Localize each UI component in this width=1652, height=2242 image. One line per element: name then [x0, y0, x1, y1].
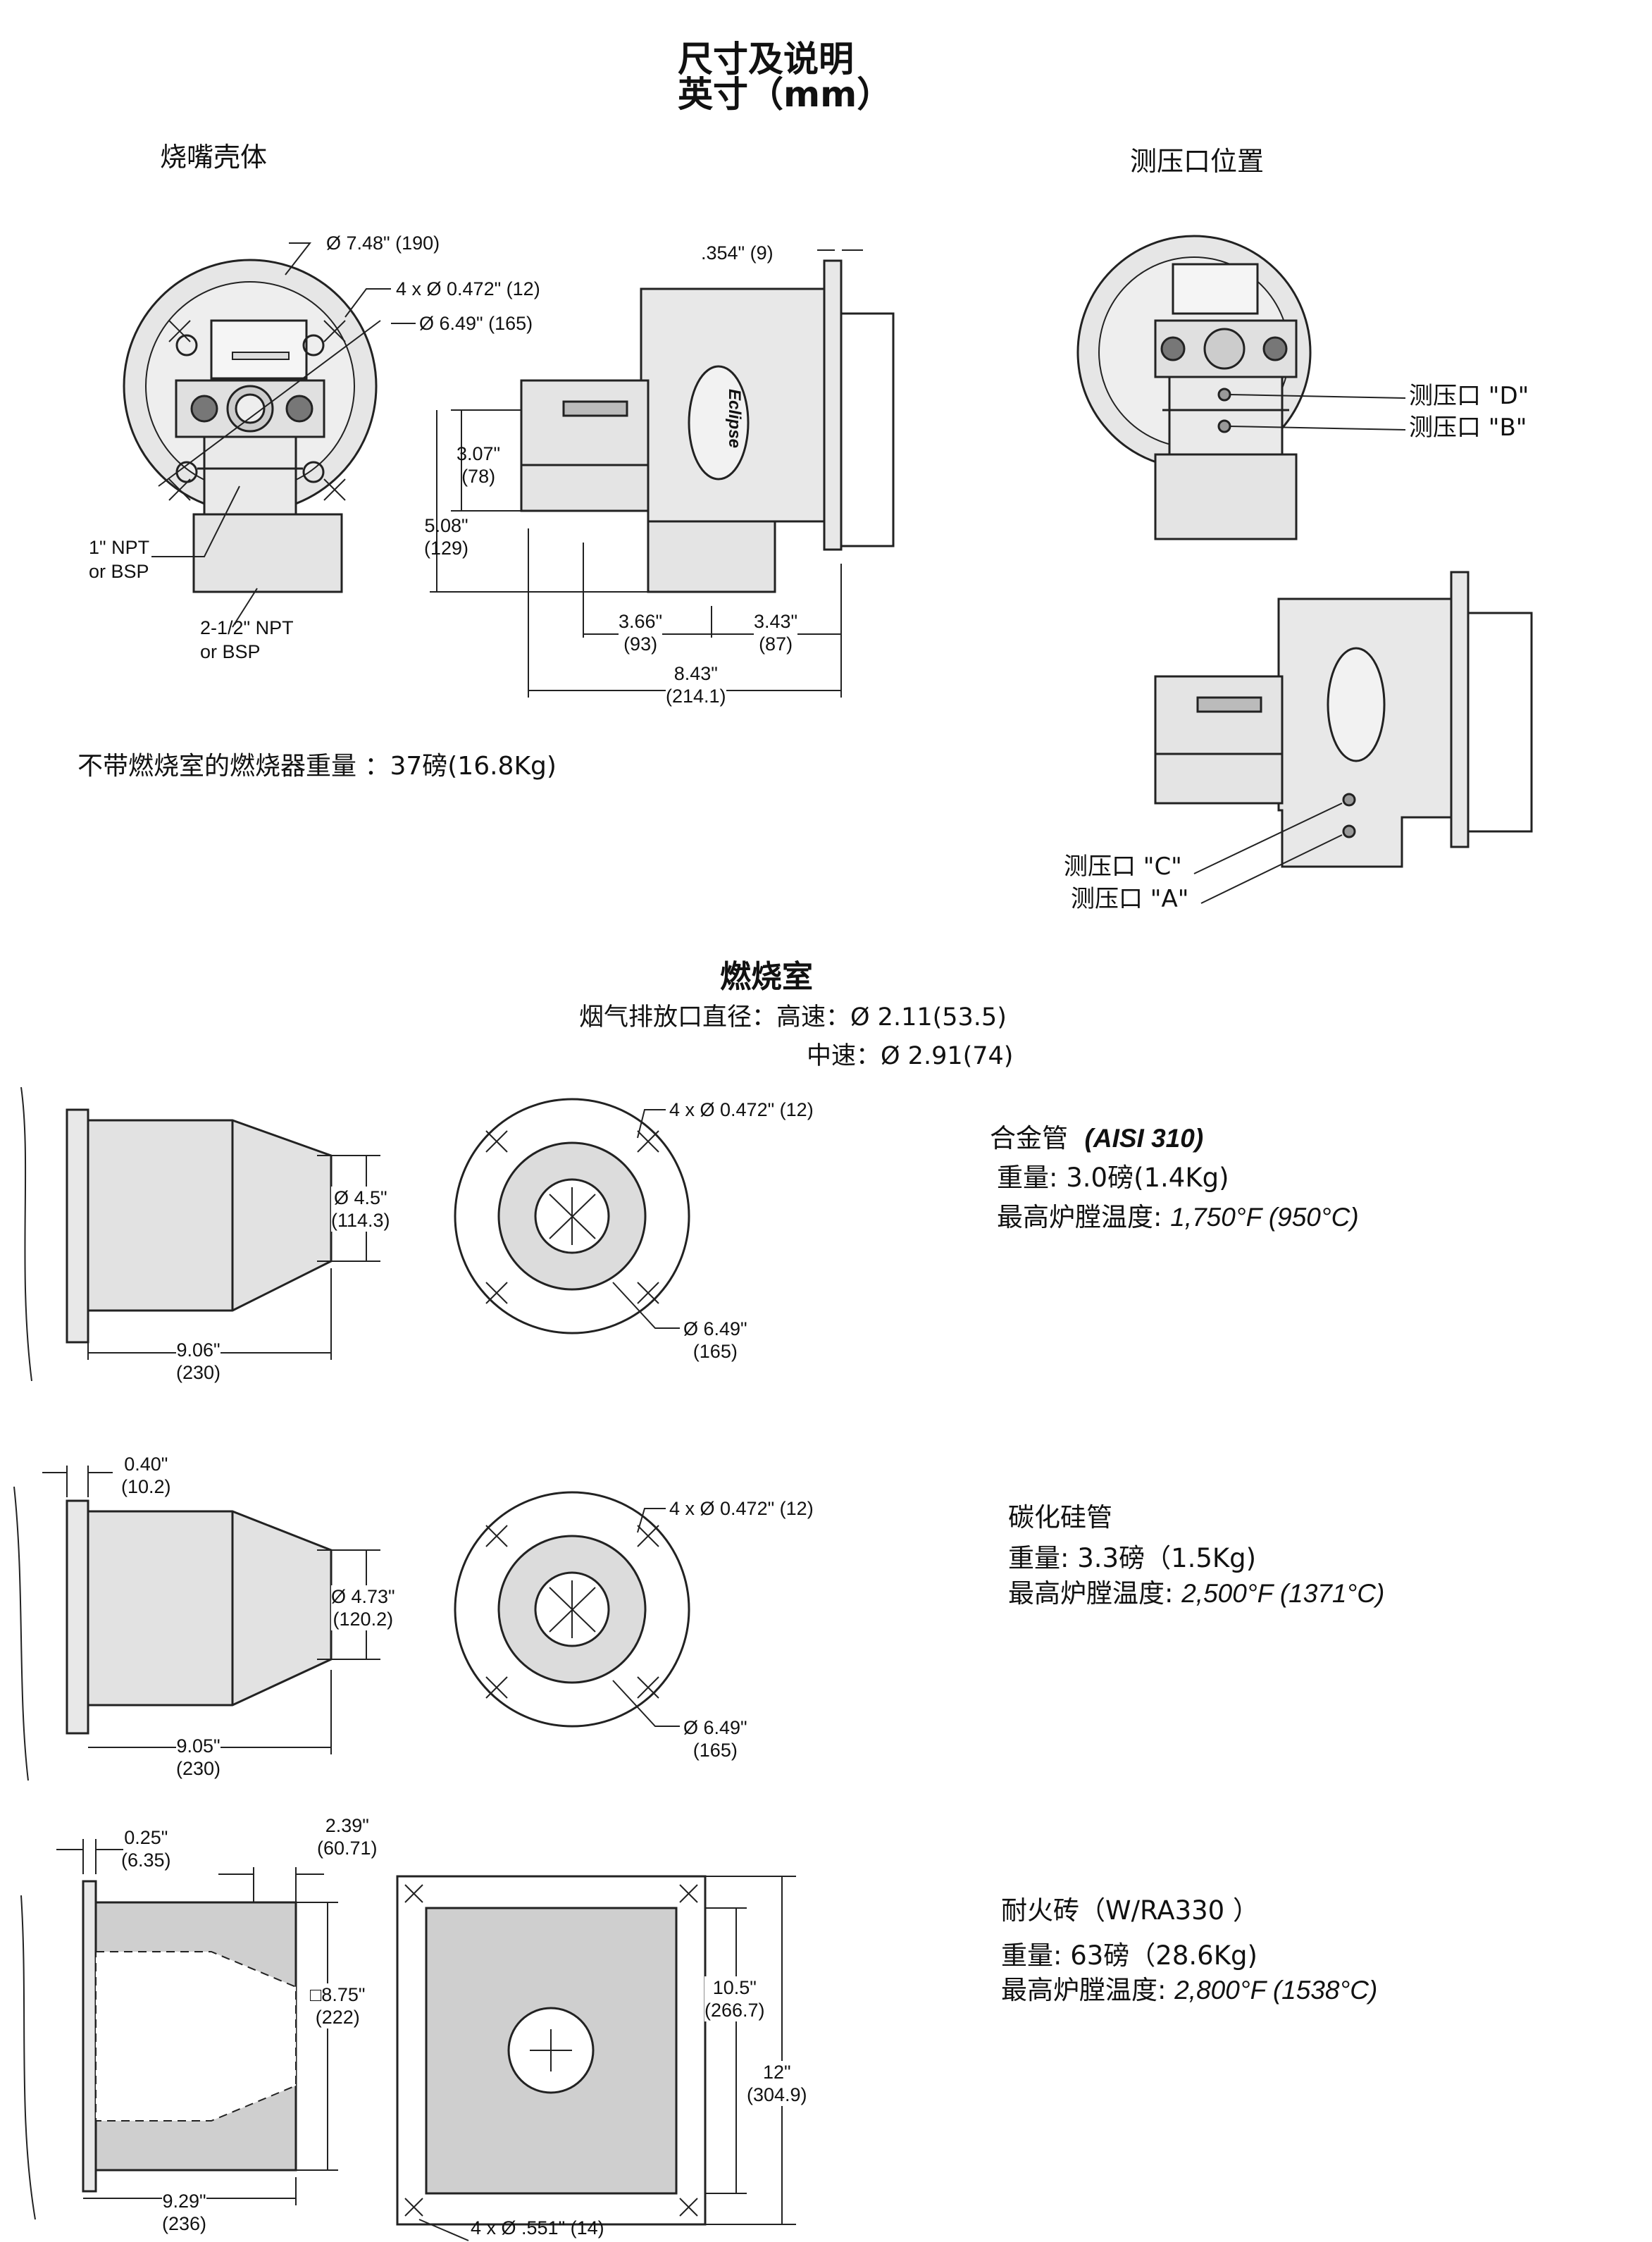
- refractory-holes-label: 4 x Ø .551" (14): [471, 2217, 604, 2238]
- alloy-bolt-circle-label: Ø 6.49"(165): [683, 1318, 747, 1362]
- housing-side-view: [430, 249, 895, 698]
- exhaust-diameter-mid: 中速：Ø 2.91(74): [807, 1042, 1014, 1070]
- refractory-drawing: [20, 1839, 796, 2241]
- alloy-title: 合金管 (AISI 310): [990, 1123, 1204, 1153]
- sic-tube-drawing: [13, 1466, 690, 1781]
- refractory-inner-label: 10.5"(266.7): [704, 1976, 765, 2021]
- exhaust-diameter-high: 烟气排放口直径：高速：Ø 2.11(53.5): [579, 1003, 1007, 1032]
- flange-thickness-label: .354" (9): [701, 242, 774, 264]
- refractory-weight: 重量: 63磅（28.6Kg): [1001, 1940, 1257, 1971]
- sic-bolt-circle-label: Ø 6.49"(165): [683, 1717, 747, 1761]
- alloy-diameter-label: Ø 4.5"(114.3): [331, 1187, 390, 1232]
- housing-weight-note: 不带燃烧室的燃烧器重量 ：37磅(16.8Kg): [77, 752, 557, 781]
- housing-front-view: [123, 242, 416, 628]
- alloy-tube-drawing: [20, 1086, 690, 1382]
- pressure-port-front-view: [1076, 235, 1406, 540]
- refractory-title: 耐火砖（W/RA330 ）: [1001, 1895, 1259, 1926]
- width-2-label: 3.43"(87): [754, 610, 798, 655]
- refractory-length-label: 9.29"(236): [162, 2190, 207, 2235]
- sic-length-label: 9.05"(230): [176, 1735, 221, 1780]
- port-b-label: 测压口 "B": [1409, 414, 1527, 442]
- housing-heading: 烧嘴壳体: [160, 142, 268, 173]
- port-d-label: 测压口 "D": [1409, 382, 1529, 410]
- alloy-max-temp: 最高炉膛温度: 1,750°F (950°C): [997, 1202, 1359, 1232]
- bolt-holes-label: 4 x Ø 0.472" (12): [396, 278, 540, 299]
- pressure-port-side-view: [1154, 571, 1533, 904]
- refractory-max-temp: 最高炉膛温度: 2,800°F (1538°C): [1001, 1975, 1378, 2005]
- refractory-flange-label: 0.25"(6.35): [121, 1827, 171, 1871]
- combustor-heading: 燃烧室: [720, 959, 813, 995]
- total-length-label: 8.43"(214.1): [666, 662, 726, 707]
- eclipse-logo: Eclipse: [725, 388, 745, 449]
- height-1-label: 3.07"(78): [457, 443, 501, 487]
- pressure-ports-heading: 测压口位置: [1130, 146, 1265, 177]
- page-title: 尺寸及说明: [678, 39, 854, 80]
- port-a-label: 测压口 "A": [1071, 885, 1189, 913]
- port-c-label: 测压口 "C": [1064, 853, 1182, 881]
- refractory-outer-label: 12"(304.9): [747, 2061, 807, 2106]
- bolt-circle-label: Ø 6.49" (165): [419, 313, 533, 334]
- alloy-weight: 重量: 3.0磅(1.4Kg): [997, 1163, 1229, 1193]
- sic-weight: 重量: 3.3磅（1.5Kg): [1008, 1543, 1257, 1573]
- page-subtitle: 英寸（mm）: [678, 74, 893, 115]
- height-2-label: 5.08"(129): [424, 515, 469, 559]
- alloy-bolt-holes-label: 4 x Ø 0.472" (12): [669, 1099, 814, 1120]
- refractory-square-label: □8.75"(222): [310, 1983, 366, 2029]
- sic-flange-label: 0.40"(10.2): [121, 1454, 171, 1497]
- width-1-label: 3.66"(93): [619, 610, 663, 655]
- alloy-length-label: 9.06"(230): [176, 1339, 221, 1384]
- sic-max-temp: 最高炉膛温度: 2,500°F (1371°C): [1008, 1578, 1385, 1609]
- sic-bolt-holes-label: 4 x Ø 0.472" (12): [669, 1498, 814, 1519]
- outer-diameter-label: Ø 7.48" (190): [326, 233, 440, 254]
- refractory-depth-label: 2.39"(60.71): [317, 1815, 378, 1859]
- sic-diameter-label: Ø 4.73"(120.2): [331, 1585, 395, 1630]
- sic-title: 碳化硅管: [1008, 1502, 1112, 1532]
